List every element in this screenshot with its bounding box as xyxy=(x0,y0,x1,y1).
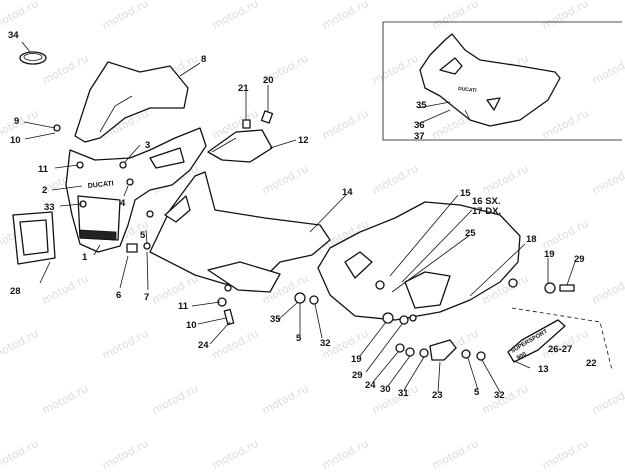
callout-29a: 29 xyxy=(574,254,585,265)
part-34-cap xyxy=(19,51,47,65)
callout-19b: 19 xyxy=(351,354,362,365)
side-decal-sub-text: 900 xyxy=(516,351,528,362)
part-12-mirror xyxy=(207,129,273,163)
part-14-lower-fairing xyxy=(149,171,331,293)
callout-4: 4 xyxy=(120,198,126,209)
callout-19a: 19 xyxy=(544,249,555,260)
callout-10a: 10 xyxy=(10,135,21,146)
inset-logo-text: DUCATI xyxy=(458,86,478,94)
part-1-front-fairing: DUCATI xyxy=(65,127,207,253)
part-8-windscreen xyxy=(74,61,189,143)
part-28-headlight-frame xyxy=(12,211,56,265)
callout-2: 2 xyxy=(42,185,47,196)
callout-11a: 11 xyxy=(38,164,49,175)
part-16-17-side-fairing xyxy=(317,201,521,321)
callout-5a: 5 xyxy=(140,230,146,241)
callout-34: 34 xyxy=(8,30,19,41)
callout-numbers: 34 8 9 10 11 2 33 1 28 6 7 3 4 5 20 21 1… xyxy=(8,30,597,401)
inset-frame xyxy=(382,21,622,141)
callout-13: 13 xyxy=(538,364,549,375)
callout-32b: 32 xyxy=(494,390,505,401)
callout-24b: 24 xyxy=(365,380,376,391)
callout-5c: 5 xyxy=(474,387,480,398)
callout-7: 7 xyxy=(144,292,149,303)
callout-15: 15 xyxy=(460,188,471,199)
callout-18: 18 xyxy=(526,234,537,245)
callout-30: 30 xyxy=(380,384,391,395)
callout-33: 33 xyxy=(44,202,55,213)
callout-1: 1 xyxy=(82,252,88,263)
callout-25: 25 xyxy=(465,228,476,239)
leader-lines xyxy=(21,41,576,393)
callout-22: 22 xyxy=(586,358,597,369)
fasteners xyxy=(53,110,575,361)
callout-8: 8 xyxy=(201,54,206,65)
callout-16: 16 SX. xyxy=(472,196,501,207)
callout-36: 36 xyxy=(414,120,425,131)
callout-37: 37 xyxy=(414,131,425,142)
callout-3: 3 xyxy=(145,140,150,151)
part-26-27-side-decal: SUPERSPORT 900 xyxy=(507,319,566,363)
callout-17: 17 DX. xyxy=(472,206,501,217)
callout-20: 20 xyxy=(263,75,274,86)
main-logo-text: DUCATI xyxy=(87,180,114,190)
callout-5b: 5 xyxy=(296,333,302,344)
callout-10b: 10 xyxy=(186,320,197,331)
callout-31: 31 xyxy=(398,388,409,399)
callout-29b: 29 xyxy=(352,370,363,381)
callout-23: 23 xyxy=(432,390,443,401)
callout-11b: 11 xyxy=(178,301,189,312)
callout-12: 12 xyxy=(298,135,309,146)
callout-24a: 24 xyxy=(198,340,209,351)
callout-35a: 35 xyxy=(270,314,281,325)
callout-9: 9 xyxy=(14,116,19,127)
callout-28: 28 xyxy=(10,286,21,297)
callout-26-27: 26-27 xyxy=(548,344,572,355)
callout-32a: 32 xyxy=(320,338,331,349)
callout-21: 21 xyxy=(238,83,249,94)
callout-35b: 35 xyxy=(416,100,427,111)
callout-6: 6 xyxy=(116,290,121,301)
callout-14: 14 xyxy=(342,187,353,198)
inset-fairing-part: DUCATI xyxy=(419,33,561,127)
